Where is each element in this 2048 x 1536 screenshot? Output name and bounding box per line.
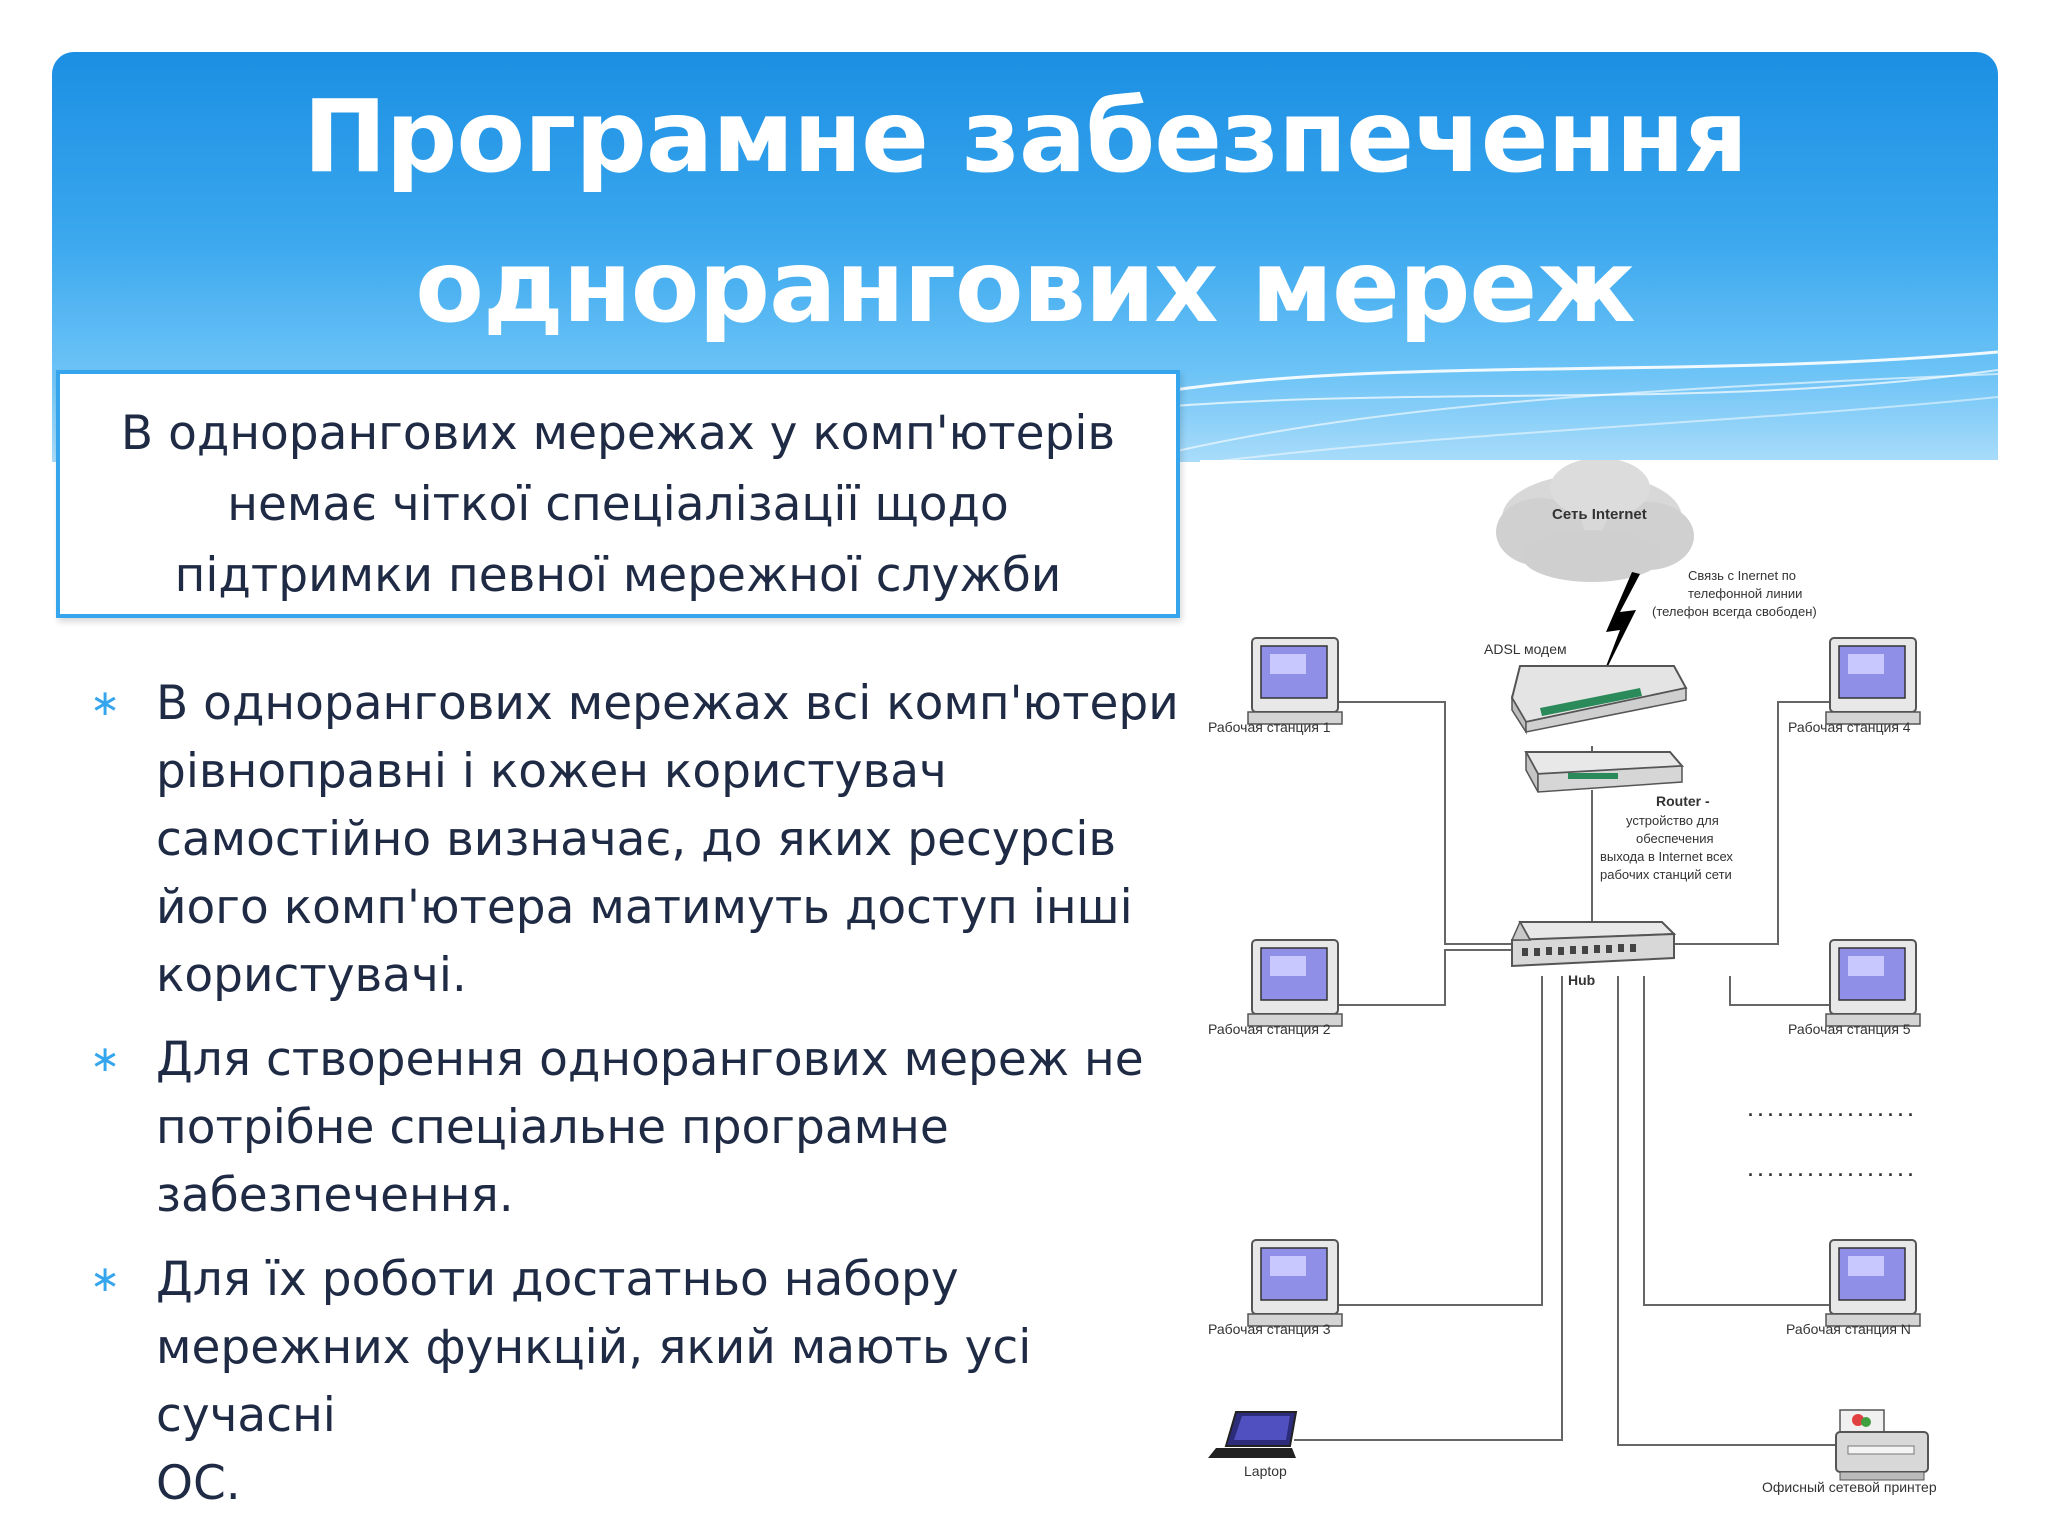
phone-note-line: (телефон всегда свободен) — [1652, 604, 1817, 619]
bullet-line: потрібне спеціальне програмне — [156, 1100, 949, 1155]
adsl-modem-icon — [1510, 665, 1688, 735]
workstation-n-label: Рабочая станция N — [1786, 1321, 1911, 1337]
bullet-item: ∗ Для створення однорангових мереж не по… — [90, 1026, 1210, 1230]
network-cables — [1294, 701, 1864, 1446]
callout-line-1: В однорангових мережах у комп'ютерів — [120, 406, 1116, 461]
lightning-bolt-icon — [1600, 572, 1640, 682]
network-diagram: Сеть Internet Связь с Inernet по телефон… — [1200, 460, 2000, 1500]
workstation-2-label: Рабочая станция 2 — [1208, 1021, 1331, 1037]
workstation-4-icon — [1825, 637, 1921, 725]
bullet-item: ∗ В однорангових мережах всі комп'ютери … — [90, 670, 1210, 1010]
bullet-line: забезпечення. — [156, 1168, 514, 1223]
router-desc-line: рабочих станций сети — [1600, 867, 1732, 882]
bullet-line: його комп'ютера матимуть доступ інші — [156, 880, 1133, 935]
workstation-4-label: Рабочая станция 4 — [1788, 719, 1911, 735]
bullet-line: мережних функцій, який мають усі сучасні — [156, 1320, 1032, 1443]
workstation-3-label: Рабочая станция 3 — [1208, 1321, 1331, 1337]
title-line-2: однорангових мереж — [415, 228, 1636, 345]
title-line-1: Програмне забезпечення — [303, 78, 1748, 195]
bullet-item: ∗ Для їх роботи достатньо набору мережни… — [90, 1246, 1210, 1518]
workstation-2-icon — [1247, 939, 1343, 1027]
network-printer-icon — [1835, 1409, 1929, 1481]
workstation-1-label: Рабочая станция 1 — [1208, 719, 1331, 735]
banner-wave-decoration — [1101, 350, 1998, 462]
page-title: Програмне забезпечення однорангових мере… — [52, 62, 1998, 362]
asterisk-bullet-icon: ∗ — [90, 1039, 121, 1080]
bullet-line: самостійно визначає, до яких ресурсів — [156, 812, 1117, 867]
continuation-dots: . . . . . . . . . . . . . . . . . — [1748, 1100, 1913, 1120]
callout-line-2: немає чіткої спеціалізації щодо — [227, 477, 1009, 532]
laptop-label: Laptop — [1244, 1463, 1287, 1479]
workstation-3-icon — [1247, 1239, 1343, 1327]
workstation-5-icon — [1825, 939, 1921, 1027]
bullet-list: ∗ В однорангових мережах всі комп'ютери … — [90, 670, 1210, 1534]
phone-note-line: телефонной линии — [1688, 586, 1802, 601]
bullet-line: користувачі. — [156, 948, 467, 1003]
asterisk-bullet-icon: ∗ — [90, 683, 121, 724]
phone-note-line: Связь с Inernet по — [1688, 568, 1796, 583]
internet-cloud-icon — [1496, 460, 1694, 582]
printer-label: Офисный сетевой принтер — [1762, 1479, 1937, 1495]
modem-label: ADSL модем — [1484, 641, 1567, 657]
continuation-dots: . . . . . . . . . . . . . . . . . — [1748, 1160, 1913, 1180]
callout-line-3: підтримки певної мережної служби — [174, 548, 1062, 603]
router-desc-line: выхода в Internet всех — [1600, 849, 1733, 864]
bullet-line: рівноправні і кожен користувач — [156, 744, 947, 799]
cloud-label: Сеть Internet — [1552, 506, 1647, 523]
bullet-line: Для створення однорангових мереж не — [156, 1032, 1144, 1087]
definition-callout: В однорангових мережах у комп'ютерів нем… — [56, 370, 1180, 618]
workstation-1-icon — [1247, 637, 1343, 725]
router-title: Router - — [1656, 793, 1710, 809]
workstation-5-label: Рабочая станция 5 — [1788, 1021, 1911, 1037]
bullet-line: В однорангових мережах всі комп'ютери — [156, 676, 1179, 731]
bullet-line: ОС. — [156, 1456, 241, 1511]
workstation-n-icon — [1825, 1239, 1921, 1327]
bullet-line: Для їх роботи достатньо набору — [156, 1252, 959, 1307]
hub-icon — [1510, 920, 1677, 968]
hub-label: Hub — [1568, 972, 1595, 988]
router-desc-line: устройство для — [1626, 813, 1719, 828]
asterisk-bullet-icon: ∗ — [90, 1259, 121, 1300]
laptop-icon — [1208, 1411, 1298, 1458]
router-desc-line: обеспечения — [1636, 831, 1714, 846]
router-icon — [1524, 751, 1685, 793]
